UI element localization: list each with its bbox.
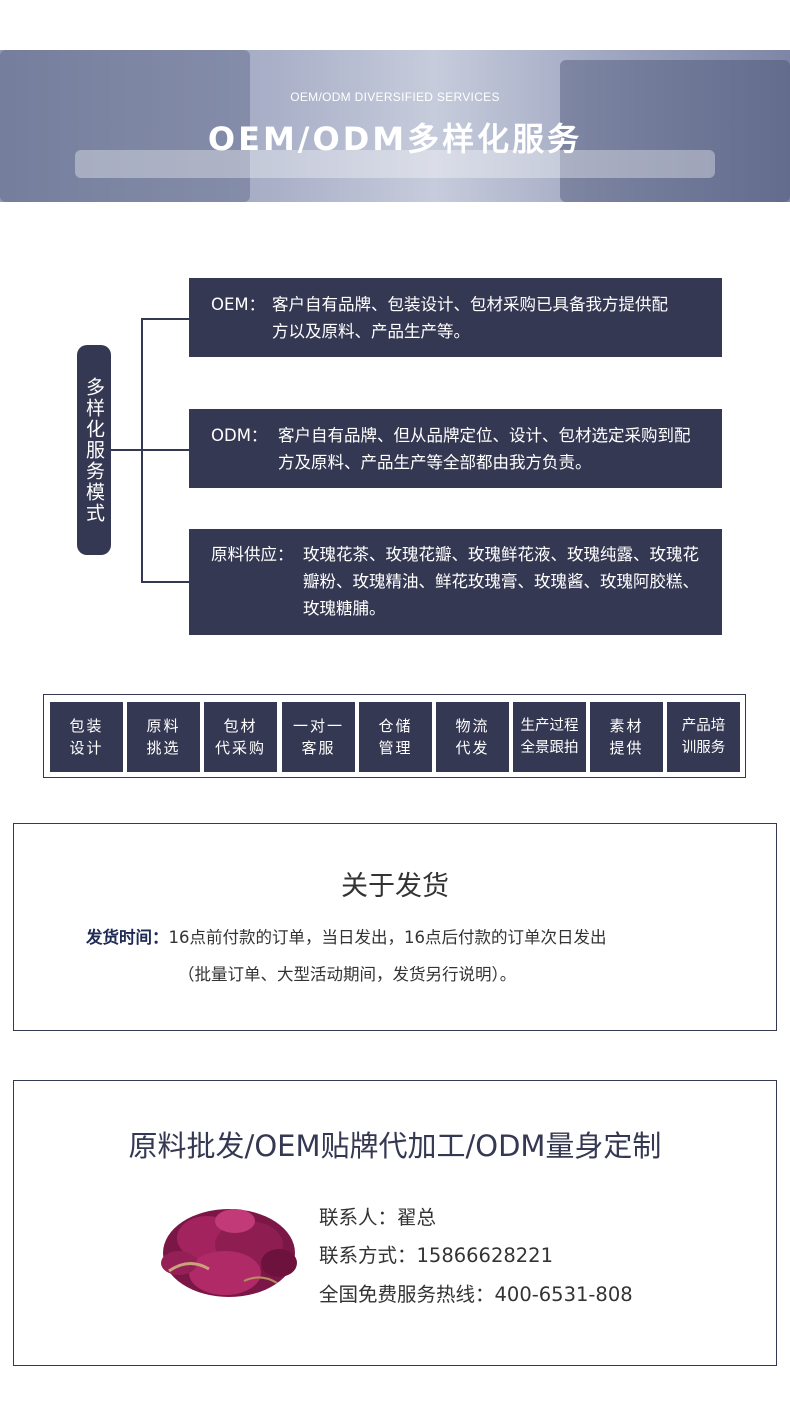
banner-photo-shape bbox=[0, 50, 250, 202]
mode-odm-label: ODM： bbox=[211, 426, 268, 445]
shipping-box: 关于发货 发货时间：16点前付款的订单，当日发出，16点后付款的订单次日发出 （… bbox=[13, 823, 777, 1031]
mode-supply-text: 玫瑰花茶、玫瑰花瓣、玫瑰鲜花液、玫瑰纯露、玫瑰花瓣粉、玫瑰精油、鲜花玫瑰膏、玫瑰… bbox=[303, 545, 699, 618]
connector-supply bbox=[141, 581, 189, 583]
service-packaging-purchase: 包材代采购 bbox=[204, 702, 277, 772]
mode-oem: OEM： 客户自有品牌、包装设计、包材采购已具备我方提供配方以及原料、产品生产等… bbox=[189, 278, 722, 357]
banner-subtitle: OEM/ODM DIVERSIFIED SERVICES bbox=[290, 90, 500, 104]
service-packaging-design: 包装设计 bbox=[50, 702, 123, 772]
connector-oem bbox=[141, 318, 189, 320]
contact-box: 原料批发/OEM贴牌代加工/ODM量身定制 联系人：翟总 联系方式：158666… bbox=[13, 1080, 777, 1366]
service-one-to-one: 一对一客服 bbox=[282, 702, 355, 772]
hero-banner: OEM/ODM DIVERSIFIED SERVICES OEM/ODM多样化服… bbox=[0, 50, 790, 202]
service-materials: 素材提供 bbox=[590, 702, 663, 772]
banner-photo-shape bbox=[560, 60, 790, 202]
contact-title: 原料批发/OEM贴牌代加工/ODM量身定制 bbox=[128, 1129, 662, 1163]
contact-phone: 联系方式：15866628221 bbox=[319, 1244, 553, 1267]
service-warehouse: 仓储管理 bbox=[359, 702, 432, 772]
contact-person: 联系人：翟总 bbox=[319, 1206, 437, 1229]
service-training: 产品培训服务 bbox=[667, 702, 740, 772]
services-strip: 包装设计 原料挑选 包材代采购 一对一客服 仓储管理 物流代发 生产过程全景跟拍… bbox=[43, 694, 746, 778]
mode-supply: 原料供应： 玫瑰花茶、玫瑰花瓣、玫瑰鲜花液、玫瑰纯露、玫瑰花瓣粉、玫瑰精油、鲜花… bbox=[189, 529, 722, 635]
mode-pill: 多样化服务模式 bbox=[77, 345, 111, 555]
shipping-note: （批量订单、大型活动期间，发货另行说明）。 bbox=[178, 965, 517, 984]
mode-supply-label: 原料供应： bbox=[211, 545, 294, 564]
banner-photo-shape bbox=[75, 150, 715, 178]
mode-oem-text: 客户自有品牌、包装设计、包材采购已具备我方提供配方以及原料、产品生产等。 bbox=[272, 295, 668, 341]
rose-petals-image bbox=[161, 1209, 297, 1297]
shipping-time: 发货时间：16点前付款的订单，当日发出，16点后付款的订单次日发出 bbox=[86, 924, 607, 948]
connector-odm bbox=[141, 449, 189, 451]
shipping-time-label: 发货时间： bbox=[86, 928, 169, 947]
mode-odm: ODM： 客户自有品牌、但从品牌定位、设计、包材选定采购到配方及原料、产品生产等… bbox=[189, 409, 722, 488]
mode-odm-text: 客户自有品牌、但从品牌定位、设计、包材选定采购到配方及原料、产品生产等全部都由我… bbox=[278, 426, 691, 472]
service-logistics: 物流代发 bbox=[436, 702, 509, 772]
shipping-time-text: 16点前付款的订单，当日发出，16点后付款的订单次日发出 bbox=[168, 928, 607, 947]
shipping-title: 关于发货 bbox=[341, 871, 449, 902]
service-material-selection: 原料挑选 bbox=[127, 702, 200, 772]
banner-title: OEM/ODM多样化服务 bbox=[207, 120, 583, 158]
connector-stub bbox=[111, 449, 141, 451]
service-production-filming: 生产过程全景跟拍 bbox=[513, 702, 586, 772]
mode-oem-label: OEM： bbox=[211, 295, 266, 314]
contact-hotline: 全国免费服务热线：400-6531-808 bbox=[319, 1283, 633, 1306]
